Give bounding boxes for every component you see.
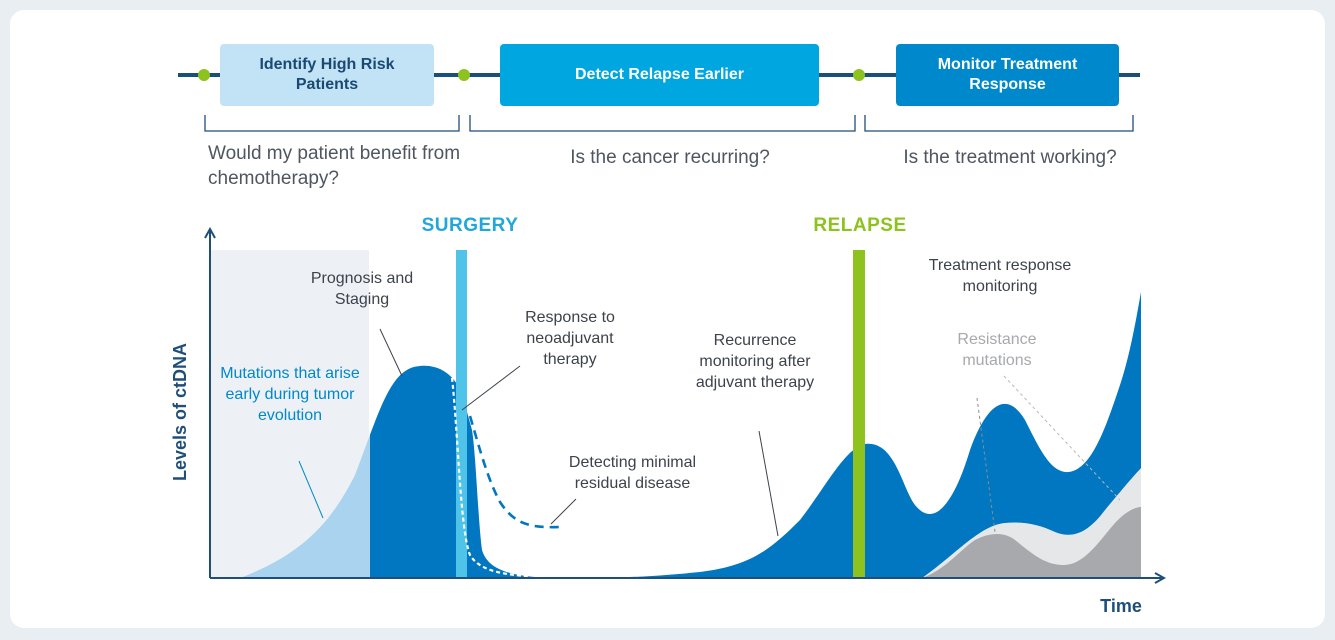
diagram-card: Identify High Risk Patients Detect Relap… <box>10 10 1325 628</box>
stage-bracket <box>204 115 460 132</box>
pointer-line <box>298 460 324 519</box>
resistance-grey-area <box>922 507 1141 578</box>
relapse-marker <box>853 250 865 578</box>
annotation-neoadjuvant: Response to neoadjuvant therapy <box>525 309 615 368</box>
stage-label: Detect Relapse Earlier <box>575 66 744 83</box>
stage-label: Monitor Treatment Response <box>937 56 1078 93</box>
relapse-label: RELAPSE <box>813 215 907 236</box>
pointer-line <box>379 328 403 377</box>
pointer-line <box>550 498 577 525</box>
pointer-line <box>1003 375 1121 501</box>
stage-monitor-treatment: Monitor Treatment Response <box>896 44 1119 106</box>
annotation-resistance: Resistance mutations <box>957 331 1037 369</box>
pointer-line <box>976 397 996 533</box>
timeline-node <box>198 69 210 81</box>
annotation-prognosis: Prognosis and Staging <box>310 270 414 308</box>
annotation-treatment-response: Treatment response monitoring <box>928 257 1072 295</box>
x-axis-label: Time <box>1100 596 1142 616</box>
diagram-graphics <box>178 69 1325 628</box>
pointer-line <box>758 430 779 537</box>
timeline-node <box>853 69 865 81</box>
surgery-label: SURGERY <box>421 215 519 236</box>
question-recurring: Is the cancer recurring? <box>570 147 770 168</box>
annotation-recurrence: Recurrence monitoring after adjuvant the… <box>695 332 815 391</box>
stage-identify-high-risk: Identify High Risk Patients <box>220 44 434 106</box>
stage-bracket <box>864 115 1134 132</box>
stage-bracket <box>469 115 856 132</box>
annotation-mutations: Mutations that arise early during tumor … <box>220 365 360 424</box>
neoadjuvant-response-line <box>468 415 564 529</box>
stage-detect-relapse: Detect Relapse Earlier <box>500 44 819 106</box>
recurrence-area <box>570 292 1141 578</box>
y-axis-label: Levels of ctDNA <box>170 342 190 482</box>
stage-label: Identify High Risk Patients <box>259 56 395 93</box>
question-treatment-working: Is the treatment working? <box>903 147 1117 168</box>
question-chemotherapy: Would my patient benefit from chemothera… <box>208 143 461 189</box>
annotation-minimal-residual: Detecting minimal residual disease <box>568 454 697 492</box>
surgery-marker <box>456 250 467 578</box>
pointer-line <box>461 365 521 411</box>
early-mutation-area <box>240 434 370 578</box>
residual-decay-line <box>450 377 531 579</box>
timeline-node <box>458 69 470 81</box>
